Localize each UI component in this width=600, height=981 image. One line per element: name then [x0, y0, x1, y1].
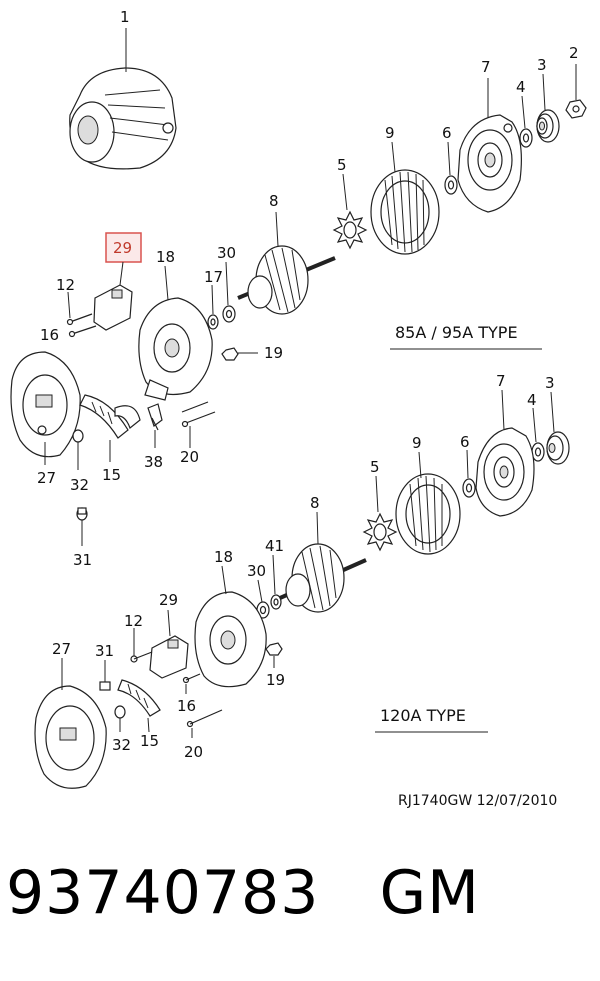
- callout-upper-5: 5: [337, 156, 347, 174]
- callout-upper-29[interactable]: 29: [113, 239, 132, 257]
- rear-cover-lower: [34, 685, 107, 789]
- stator-lower: [395, 473, 461, 555]
- callout-upper-4: 4: [516, 78, 526, 96]
- screw-16-upper: [68, 325, 97, 338]
- highlight-box-29: [105, 232, 142, 263]
- callout-lower-3: 3: [545, 374, 555, 392]
- alternator-assembly: [69, 67, 177, 170]
- bearing-upper: [207, 305, 236, 330]
- callout-upper-19: 19: [264, 344, 283, 362]
- callout-upper-16: 16: [40, 326, 59, 344]
- callout-lower-12: 12: [124, 612, 143, 630]
- nut-19-lower: [265, 642, 283, 656]
- callout-upper-32: 32: [70, 476, 89, 494]
- callout-upper-38: 38: [144, 453, 163, 471]
- drawing-reference: RJ1740GW 12/07/2010: [398, 793, 557, 809]
- callout-upper-3: 3: [537, 56, 547, 74]
- callout-lower-29: 29: [159, 591, 178, 609]
- rear-cover-upper: [10, 351, 81, 458]
- bolt-31-upper: [76, 507, 88, 521]
- nut-upper: [565, 99, 587, 119]
- front-housing-upper: [457, 114, 522, 213]
- spacer-6-lower: [462, 478, 476, 498]
- callout-lower-15: 15: [140, 732, 159, 750]
- callout-lower-19: 19: [266, 671, 285, 689]
- callout-lower-6: 6: [460, 433, 470, 451]
- terminal-38-upper: [147, 403, 163, 431]
- washer-4-upper: [519, 128, 533, 148]
- callout-upper-17: 17: [204, 268, 223, 286]
- rear-housing-lower: [194, 591, 267, 688]
- washer-41-lower: [270, 594, 282, 610]
- fan-upper: [332, 210, 368, 250]
- callout-upper-31: 31: [73, 551, 92, 569]
- callout-lower-30: 30: [247, 562, 266, 580]
- pulley-lower: [546, 431, 570, 465]
- bolt-20-upper: [181, 401, 216, 428]
- bolt-20-lower: [186, 709, 223, 728]
- callout-upper-6: 6: [442, 124, 452, 142]
- front-housing-lower: [475, 427, 535, 517]
- callout-upper-9: 9: [385, 124, 395, 142]
- callout-lower-5: 5: [370, 458, 380, 476]
- callout-lower-7: 7: [496, 372, 506, 390]
- rectifier-lower: [117, 679, 161, 717]
- stator-upper: [370, 169, 440, 255]
- callout-upper-8: 8: [269, 192, 279, 210]
- rotor-upper: [237, 245, 336, 315]
- callout-upper-15: 15: [102, 466, 121, 484]
- fan-lower: [362, 512, 398, 552]
- type-label-lower: 120A TYPE: [380, 706, 466, 725]
- callout-lower-16: 16: [177, 697, 196, 715]
- callout-upper-20: 20: [180, 448, 199, 466]
- callout-upper-27: 27: [37, 469, 56, 487]
- callout-upper-7: 7: [481, 58, 491, 76]
- rear-housing-upper: [138, 297, 213, 401]
- callout-upper-12: 12: [56, 276, 75, 294]
- part-number-label: 93740783 GM: [6, 858, 480, 928]
- callout-lower-20: 20: [184, 743, 203, 761]
- nut-19-upper: [221, 347, 239, 361]
- callout-lower-18: 18: [214, 548, 233, 566]
- callout-lower-41: 41: [265, 537, 284, 555]
- rectifier-upper: [79, 394, 141, 439]
- rotor-lower: [279, 543, 367, 613]
- regulator-lower[interactable]: [149, 635, 189, 679]
- callout-upper-2: 2: [569, 44, 579, 62]
- callout-lower-32: 32: [112, 736, 131, 754]
- bolt-31-lower: [99, 681, 111, 691]
- pulley-upper: [536, 109, 560, 143]
- callout-lower-9: 9: [412, 434, 422, 452]
- callout-lower-31: 31: [95, 642, 114, 660]
- type-label-upper: 85A / 95A TYPE: [395, 323, 518, 342]
- nut-32-upper: [72, 429, 84, 443]
- callout-lower-8: 8: [310, 494, 320, 512]
- nut-32-lower: [114, 705, 126, 719]
- callout-upper-18: 18: [156, 248, 175, 266]
- screw-16-lower: [182, 673, 201, 684]
- callout-lower-27: 27: [52, 640, 71, 658]
- callout-lower-4: 4: [527, 391, 537, 409]
- spacer-6-upper: [444, 175, 458, 195]
- callout-upper-30: 30: [217, 244, 236, 262]
- regulator-upper[interactable]: [93, 284, 133, 331]
- callout-upper-1: 1: [120, 8, 130, 26]
- screw-12-upper: [66, 313, 93, 326]
